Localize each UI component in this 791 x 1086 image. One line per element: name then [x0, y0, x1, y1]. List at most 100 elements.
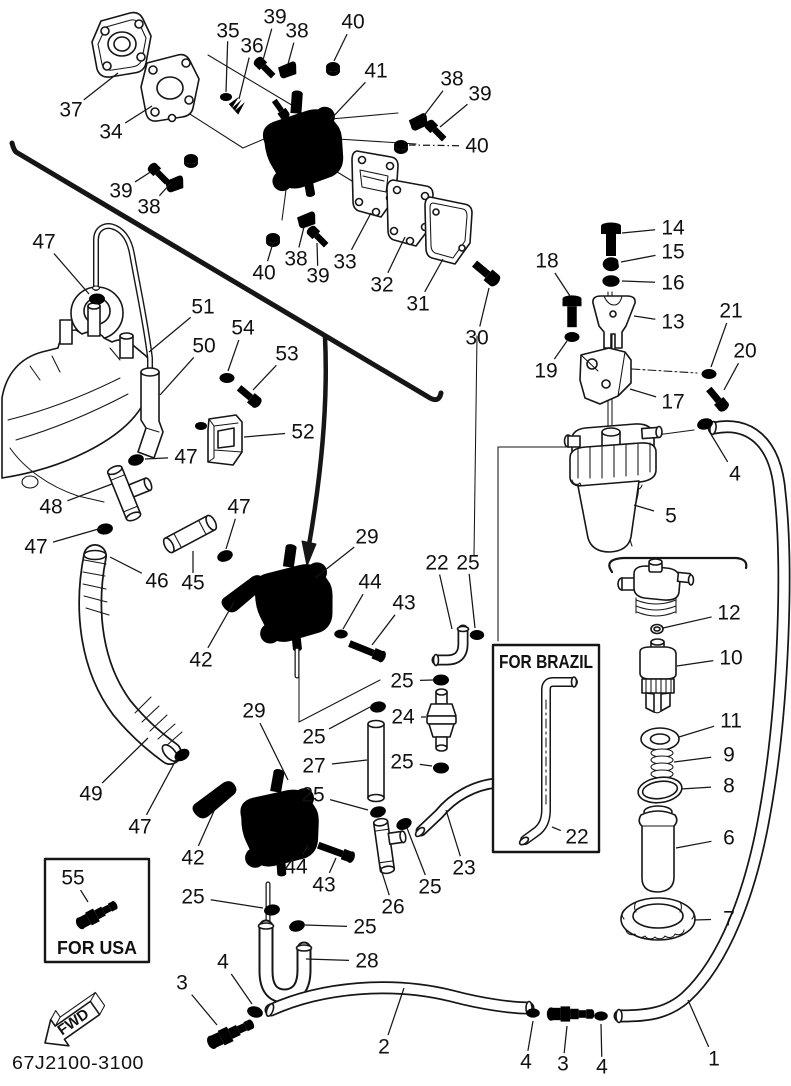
- callout-5: 5: [665, 505, 677, 528]
- callout-7: 7: [723, 908, 735, 931]
- callout-39: 39: [468, 83, 491, 106]
- gasket-34: [140, 53, 200, 123]
- callout-26: 26: [381, 896, 404, 919]
- callout-54: 54: [231, 317, 255, 340]
- callout-leader: [687, 999, 710, 1048]
- callout-29: 29: [242, 700, 265, 723]
- callout-leader: [52, 527, 103, 543]
- callout-51: 51: [191, 296, 214, 319]
- callout-leader: [333, 33, 348, 62]
- callout-leader: [329, 799, 369, 811]
- callout-leader: [621, 280, 656, 283]
- callout-leader: [304, 924, 348, 928]
- callout-leader: [298, 226, 305, 248]
- callout-leader: [723, 362, 740, 391]
- callout-23: 23: [452, 857, 475, 880]
- callout-leader: [252, 364, 277, 391]
- callout-leader: [287, 42, 295, 65]
- joint-45: [162, 514, 218, 554]
- callout-50: 50: [192, 335, 215, 358]
- callout-leader: [191, 994, 218, 1026]
- ring-nut-7: [620, 897, 696, 941]
- callout-47: 47: [24, 536, 47, 559]
- fuel-hose-1: [613, 420, 791, 1024]
- tee-26: [372, 817, 407, 875]
- callout-leader: [53, 253, 90, 295]
- callout-leader: [553, 340, 568, 360]
- callout-38: 38: [137, 196, 160, 219]
- callout-leader: [621, 229, 656, 234]
- callout-leader: [328, 706, 371, 730]
- nut-40: [184, 154, 198, 168]
- washer-19: [564, 332, 580, 342]
- callout-leader: [259, 722, 289, 781]
- callout-leader: [445, 809, 461, 857]
- callout-leader: [633, 504, 655, 512]
- callout-42: 42: [181, 847, 204, 870]
- callout-47: 47: [174, 446, 197, 469]
- callout-21: 21: [719, 300, 742, 323]
- fuel-joint-3: [204, 1015, 257, 1052]
- callout-24: 24: [391, 706, 415, 729]
- callout-leader: [124, 105, 153, 124]
- brazil-hose-22: [518, 676, 578, 846]
- cover-31: [424, 196, 473, 265]
- callout-leader: [710, 322, 728, 368]
- callout-leader: [379, 865, 390, 896]
- callout-leader: [109, 556, 143, 574]
- callout-2: 2: [378, 1036, 390, 1059]
- callout-14: 14: [661, 217, 685, 240]
- callout-39: 39: [263, 6, 286, 29]
- callout-leader: [662, 616, 712, 629]
- callout-leader: [371, 614, 396, 646]
- callout-3: 3: [557, 1053, 569, 1076]
- callout-leader: [424, 258, 444, 293]
- callout-leader: [230, 973, 253, 1005]
- callout-11: 11: [720, 710, 742, 733]
- callout-leader: [439, 103, 468, 128]
- washer-44: [334, 629, 348, 639]
- callout-leader: [316, 242, 319, 266]
- callout-28: 28: [355, 950, 378, 973]
- callout-leader: [101, 737, 149, 784]
- screw-30: [470, 258, 503, 289]
- bolt-14: [601, 222, 621, 256]
- callout-49: 49: [79, 783, 102, 806]
- callout-leader: [328, 857, 337, 874]
- callout-52: 52: [291, 421, 314, 444]
- callout-leader: [197, 810, 215, 847]
- spring-9: [650, 748, 674, 779]
- callout-leader: [266, 242, 274, 262]
- callout-leader: [419, 763, 433, 767]
- callout-leader: [479, 287, 490, 327]
- j-hose-28: [257, 919, 313, 1004]
- fuel-filter-assembly-5: [563, 423, 663, 553]
- callout-leader: [207, 601, 235, 649]
- washer-44: [303, 835, 317, 845]
- callout-8: 8: [723, 775, 735, 798]
- callout-43: 43: [312, 874, 335, 897]
- oring-8: [637, 776, 683, 804]
- fuel-hose-2: [264, 981, 535, 1017]
- callout-leader: [262, 28, 273, 61]
- callout-leader: [238, 57, 250, 100]
- callout-10: 10: [719, 647, 742, 670]
- clip-15: [602, 257, 619, 272]
- callout-leader: [554, 272, 571, 297]
- callout-leader: [144, 457, 169, 460]
- callout-leader: [329, 81, 366, 121]
- callout-15: 15: [661, 241, 684, 264]
- flow-arrow: [301, 334, 328, 567]
- callout-37: 37: [59, 99, 82, 122]
- callout-leader: [600, 1023, 603, 1057]
- washer-54: [219, 373, 235, 383]
- callout-leader: [314, 546, 355, 579]
- callout-leader: [331, 759, 368, 765]
- callout-29: 29: [355, 526, 378, 549]
- callout-leader: [80, 889, 89, 903]
- callout-leader: [620, 254, 656, 263]
- callout-38: 38: [284, 248, 307, 271]
- callout-leader: [408, 144, 460, 147]
- callout-4: 4: [217, 951, 229, 974]
- for-brazil-label: FOR BRAZIL: [499, 652, 593, 672]
